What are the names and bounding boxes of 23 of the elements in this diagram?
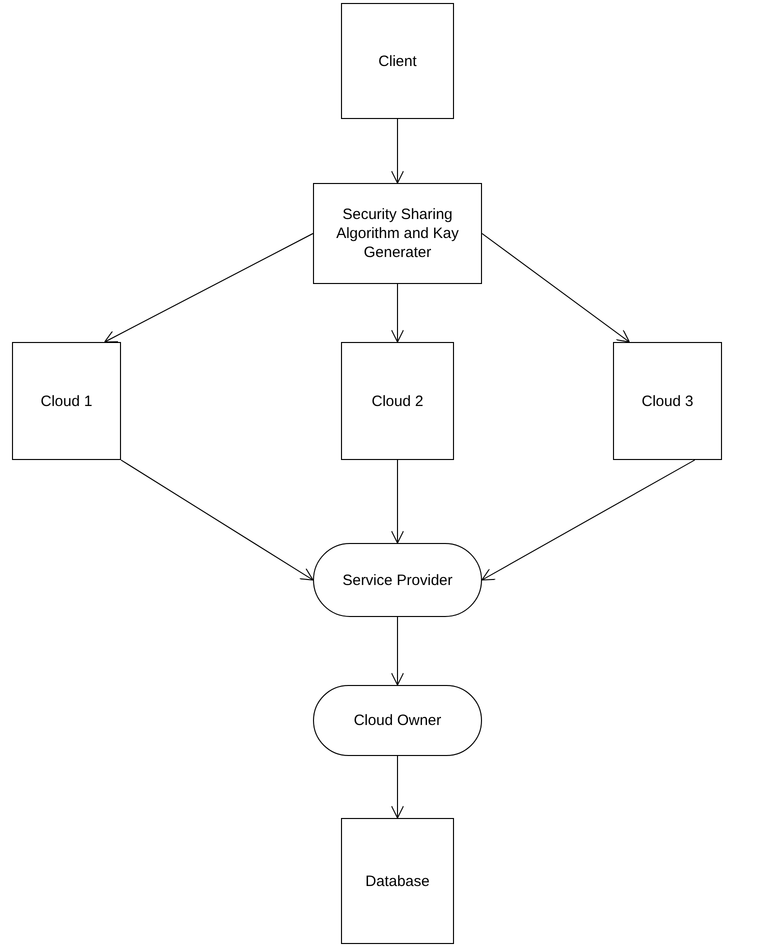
node-label: Cloud Owner — [354, 711, 442, 730]
process-box — [12, 342, 121, 460]
process-box — [341, 342, 454, 460]
arrow — [120, 460, 314, 580]
node-label: Security Sharing Algorithm and Kay Generater — [335, 205, 460, 262]
process-box — [613, 342, 722, 460]
node-label: Cloud 3 — [642, 392, 694, 410]
node-label: Database — [365, 872, 430, 890]
process-box — [341, 3, 454, 119]
arrow — [391, 616, 404, 686]
arrow — [482, 460, 696, 580]
node-label: Cloud 2 — [372, 392, 424, 410]
process-box — [313, 183, 482, 284]
node-label: Service Provider — [342, 570, 453, 590]
arrow — [391, 756, 404, 818]
process-box — [341, 818, 454, 944]
arrow — [391, 460, 404, 544]
node-label: Client — [378, 52, 417, 70]
arrow — [482, 233, 630, 342]
arrow — [391, 118, 404, 184]
node-label: Cloud 1 — [40, 392, 92, 410]
arrow — [391, 284, 404, 342]
arrow — [104, 233, 314, 342]
